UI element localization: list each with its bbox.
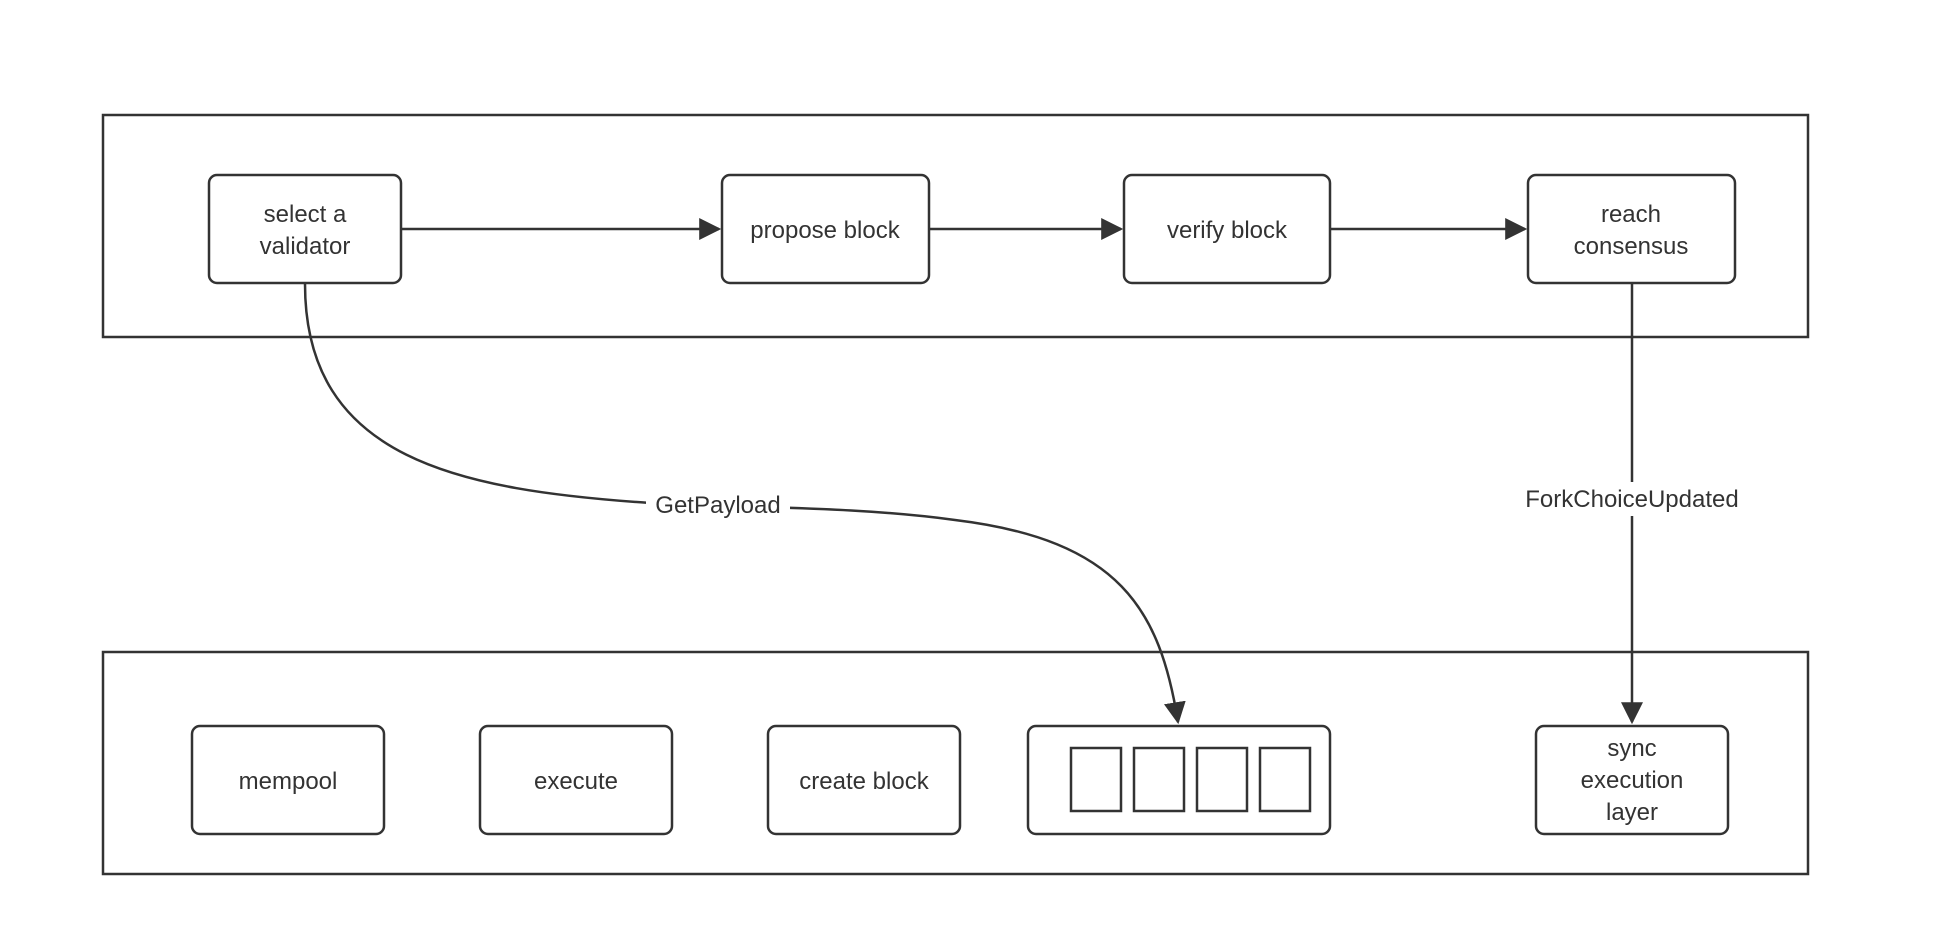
forkchoiceupdated-label: ForkChoiceUpdated [1525,486,1738,513]
node-label-line: execution [1581,767,1684,794]
payload-buffer-slots [1069,746,1312,813]
node-create-block: create block [766,724,962,836]
node-select-validator: select a validator [207,173,403,285]
node-reach-consensus: reach consensus [1526,173,1737,285]
getpayload-label: GetPayload [655,492,780,519]
node-verify-block: verify block [1122,173,1332,285]
node-mempool: mempool [190,724,386,836]
node-execute: execute [478,724,674,836]
node-label-line: validator [260,233,351,260]
payload-buffer-slot [1258,746,1312,813]
edge-label-forkchoiceupdated: ForkChoiceUpdated [1512,482,1752,516]
node-label-line: verify block [1167,217,1288,244]
node-label-line: select a [264,201,347,228]
node-label-line: propose block [750,217,900,244]
node-label-line: reach [1601,201,1661,228]
node-payload-buffer [1026,724,1332,836]
node-label-line: create block [799,768,929,795]
node-label-line: layer [1606,799,1658,826]
payload-buffer-slot [1132,746,1186,813]
node-sync-execution-layer: sync execution layer [1534,724,1730,836]
node-propose-block: propose block [720,173,931,285]
payload-buffer-slot [1195,746,1249,813]
edge-label-getpayload: GetPayload [646,488,790,522]
node-label-line: consensus [1574,233,1689,260]
node-label-line: sync [1607,735,1656,762]
node-label-line: execute [534,768,618,795]
node-label-line: mempool [239,768,338,795]
payload-buffer-slot [1069,746,1123,813]
